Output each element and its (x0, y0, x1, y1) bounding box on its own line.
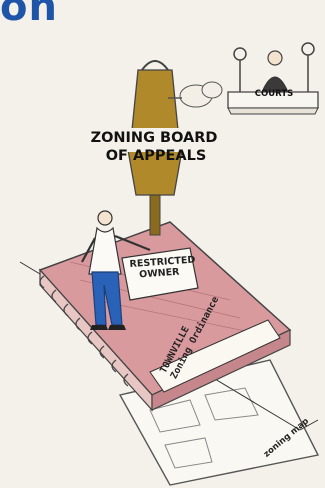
smoke-puff (168, 82, 222, 107)
restricted-owner-label: RESTRICTED OWNER (129, 256, 188, 282)
page-heading-fragment: on (0, 0, 58, 30)
courts-bench (228, 43, 318, 114)
courts-label: COURTS (254, 90, 294, 99)
zoning-board-label-line1: ZONING BOARD (74, 131, 234, 146)
zoning-board-label-line2: OF APPEALS (96, 149, 216, 164)
